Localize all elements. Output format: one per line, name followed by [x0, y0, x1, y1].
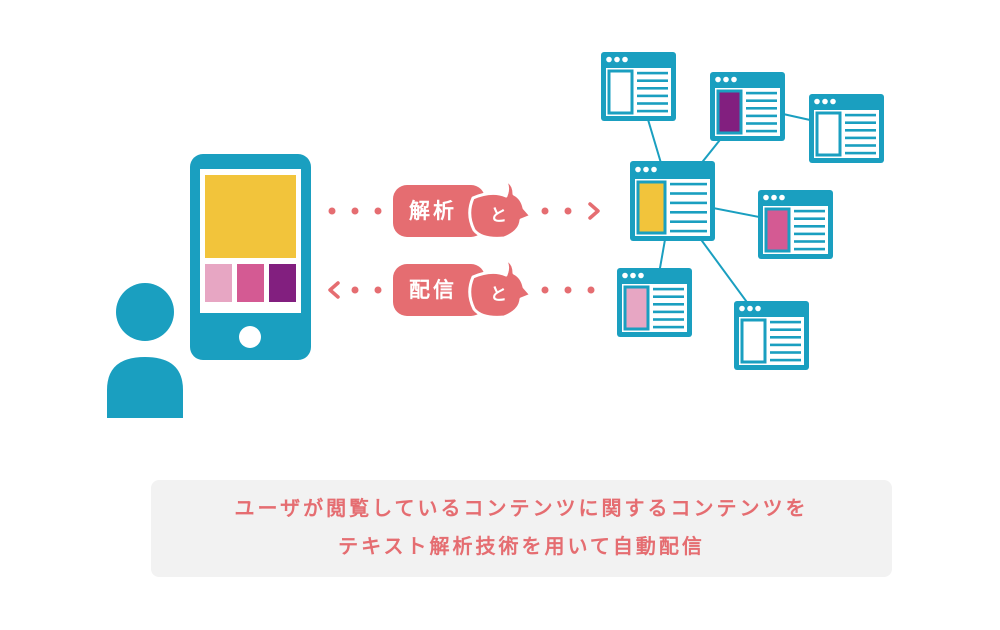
smartphone-icon: [190, 154, 311, 360]
deliver-label: 配信: [409, 278, 457, 302]
deliver-arrow: [328, 281, 595, 299]
caption-line-2: テキスト解析技術を用いて自動配信: [338, 534, 705, 558]
browser-window-icon: [809, 94, 884, 163]
page-thumbnail: [716, 89, 743, 135]
browser-window-icon: [630, 161, 715, 241]
browser-window-icon: [617, 268, 692, 337]
bird-icon: [468, 257, 533, 319]
page-thumbnail: [764, 207, 791, 253]
browser-window-icon: [601, 52, 676, 121]
content-block-3: [269, 264, 296, 302]
analyze-arrow: [328, 202, 600, 220]
analyze-label: 解析: [409, 199, 457, 223]
browser-window-icon: [758, 190, 833, 259]
page-thumbnail: [623, 285, 650, 331]
deliver-brand-glyph: と: [490, 285, 507, 305]
content-block-1: [205, 264, 232, 302]
analyze-brand-glyph: と: [490, 206, 507, 226]
content-block-featured: [205, 175, 296, 258]
deliver-pill: [393, 257, 533, 319]
page-thumbnail: [740, 318, 767, 364]
caption-box: ユーザが閲覧しているコンテンツに関するコンテンツを テキスト解析技術を用いて自動…: [151, 480, 892, 577]
browser-window-icon: [710, 72, 785, 141]
content-block-2: [237, 264, 264, 302]
bird-icon: [468, 178, 533, 240]
analyze-pill: [393, 178, 533, 240]
related-pages: [601, 52, 884, 370]
browser-window-icon: [734, 301, 809, 370]
person-icon: [107, 283, 183, 418]
caption-line-1: ユーザが閲覧しているコンテンツに関するコンテンツを: [234, 496, 809, 520]
home-button: [239, 326, 261, 348]
page-thumbnail: [607, 69, 634, 115]
page-thumbnail: [815, 111, 842, 157]
page-thumbnail: [636, 180, 667, 235]
